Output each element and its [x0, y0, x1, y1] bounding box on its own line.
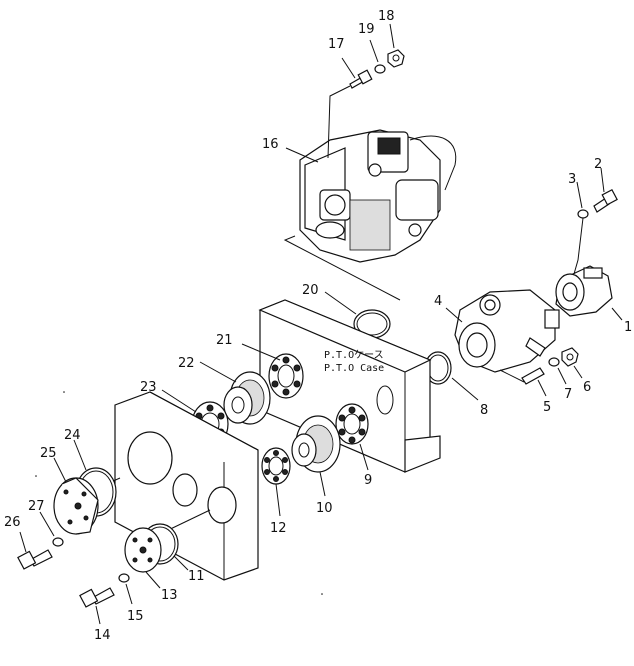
callout-14: 14 — [94, 628, 111, 643]
callout-21: 21 — [216, 333, 233, 348]
callout-11: 11 — [188, 569, 205, 584]
washer-19 — [374, 64, 386, 74]
bolt-14 — [79, 587, 115, 608]
washer-3 — [577, 209, 589, 219]
callout-15: 15 — [127, 609, 144, 624]
callout-23: 23 — [140, 380, 157, 395]
washer-27 — [52, 537, 64, 547]
callout-19: 19 — [358, 22, 375, 37]
callout-8: 8 — [480, 403, 488, 418]
callout-13: 13 — [161, 588, 178, 603]
washer-15 — [118, 573, 130, 583]
callout-5: 5 — [543, 400, 551, 415]
main-pump-16 — [299, 129, 457, 263]
nut-6 — [561, 347, 579, 367]
callout-1: 1 — [624, 320, 632, 335]
callout-7: 7 — [564, 387, 572, 402]
bolt-17 — [349, 69, 373, 89]
callout-16: 16 — [262, 137, 279, 152]
cover-25 — [53, 477, 99, 535]
case-label-en: P.T.O Case — [324, 363, 384, 374]
bearing-12 — [261, 447, 291, 485]
callout-22: 22 — [178, 356, 195, 371]
pto-case — [258, 299, 441, 473]
callout-24: 24 — [64, 428, 81, 443]
callout-25: 25 — [40, 446, 57, 461]
gear-10 — [291, 415, 341, 473]
bolt-26 — [17, 549, 53, 570]
bearing-9 — [335, 403, 369, 445]
callout-6: 6 — [583, 380, 591, 395]
bolt-2 — [593, 188, 618, 213]
gear-pump-4 — [454, 289, 560, 373]
callout-3: 3 — [568, 172, 576, 187]
callout-26: 26 — [4, 515, 21, 530]
gear-22 — [223, 371, 271, 425]
callout-20: 20 — [302, 283, 319, 298]
callout-12: 12 — [270, 521, 287, 536]
callout-27: 27 — [28, 499, 45, 514]
callout-2: 2 — [594, 157, 602, 172]
callout-4: 4 — [434, 294, 442, 309]
washer-7 — [548, 357, 560, 367]
callout-10: 10 — [316, 501, 333, 516]
stud-5 — [521, 367, 545, 385]
callout-17: 17 — [328, 37, 345, 52]
bearing-21 — [268, 353, 304, 399]
callout-9: 9 — [364, 473, 372, 488]
callout-18: 18 — [378, 9, 395, 24]
small-pump-1 — [555, 265, 613, 317]
nut-18 — [387, 49, 405, 68]
cover-13 — [124, 527, 162, 573]
case-label-jp: P.T.Oケース — [324, 349, 384, 361]
leader-16 — [285, 147, 319, 163]
